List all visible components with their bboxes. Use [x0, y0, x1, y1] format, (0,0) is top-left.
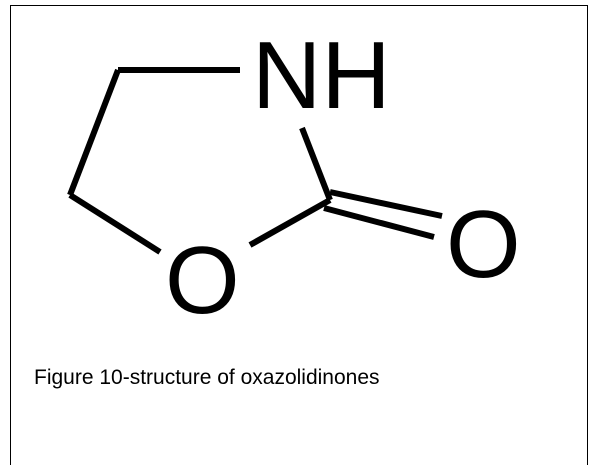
bond-n3-c2 [299, 126, 333, 202]
figure-frame [10, 5, 588, 465]
atom-nh-label: NH [252, 22, 391, 129]
bond-c2-o-double-b [323, 205, 435, 240]
atom-ring-oxygen-label: O [165, 227, 240, 334]
figure-caption: Figure 10-structure of oxazolidinones [34, 366, 380, 389]
bond-c5-o1 [68, 192, 162, 255]
atom-carbonyl-oxygen-label: O [446, 191, 521, 298]
oxazolidinone-structure: NH O O [67, 22, 521, 334]
bond-o1-c2 [248, 197, 332, 248]
bond-c2-o-double-a [329, 189, 443, 219]
bond-c4-c5 [67, 68, 121, 197]
